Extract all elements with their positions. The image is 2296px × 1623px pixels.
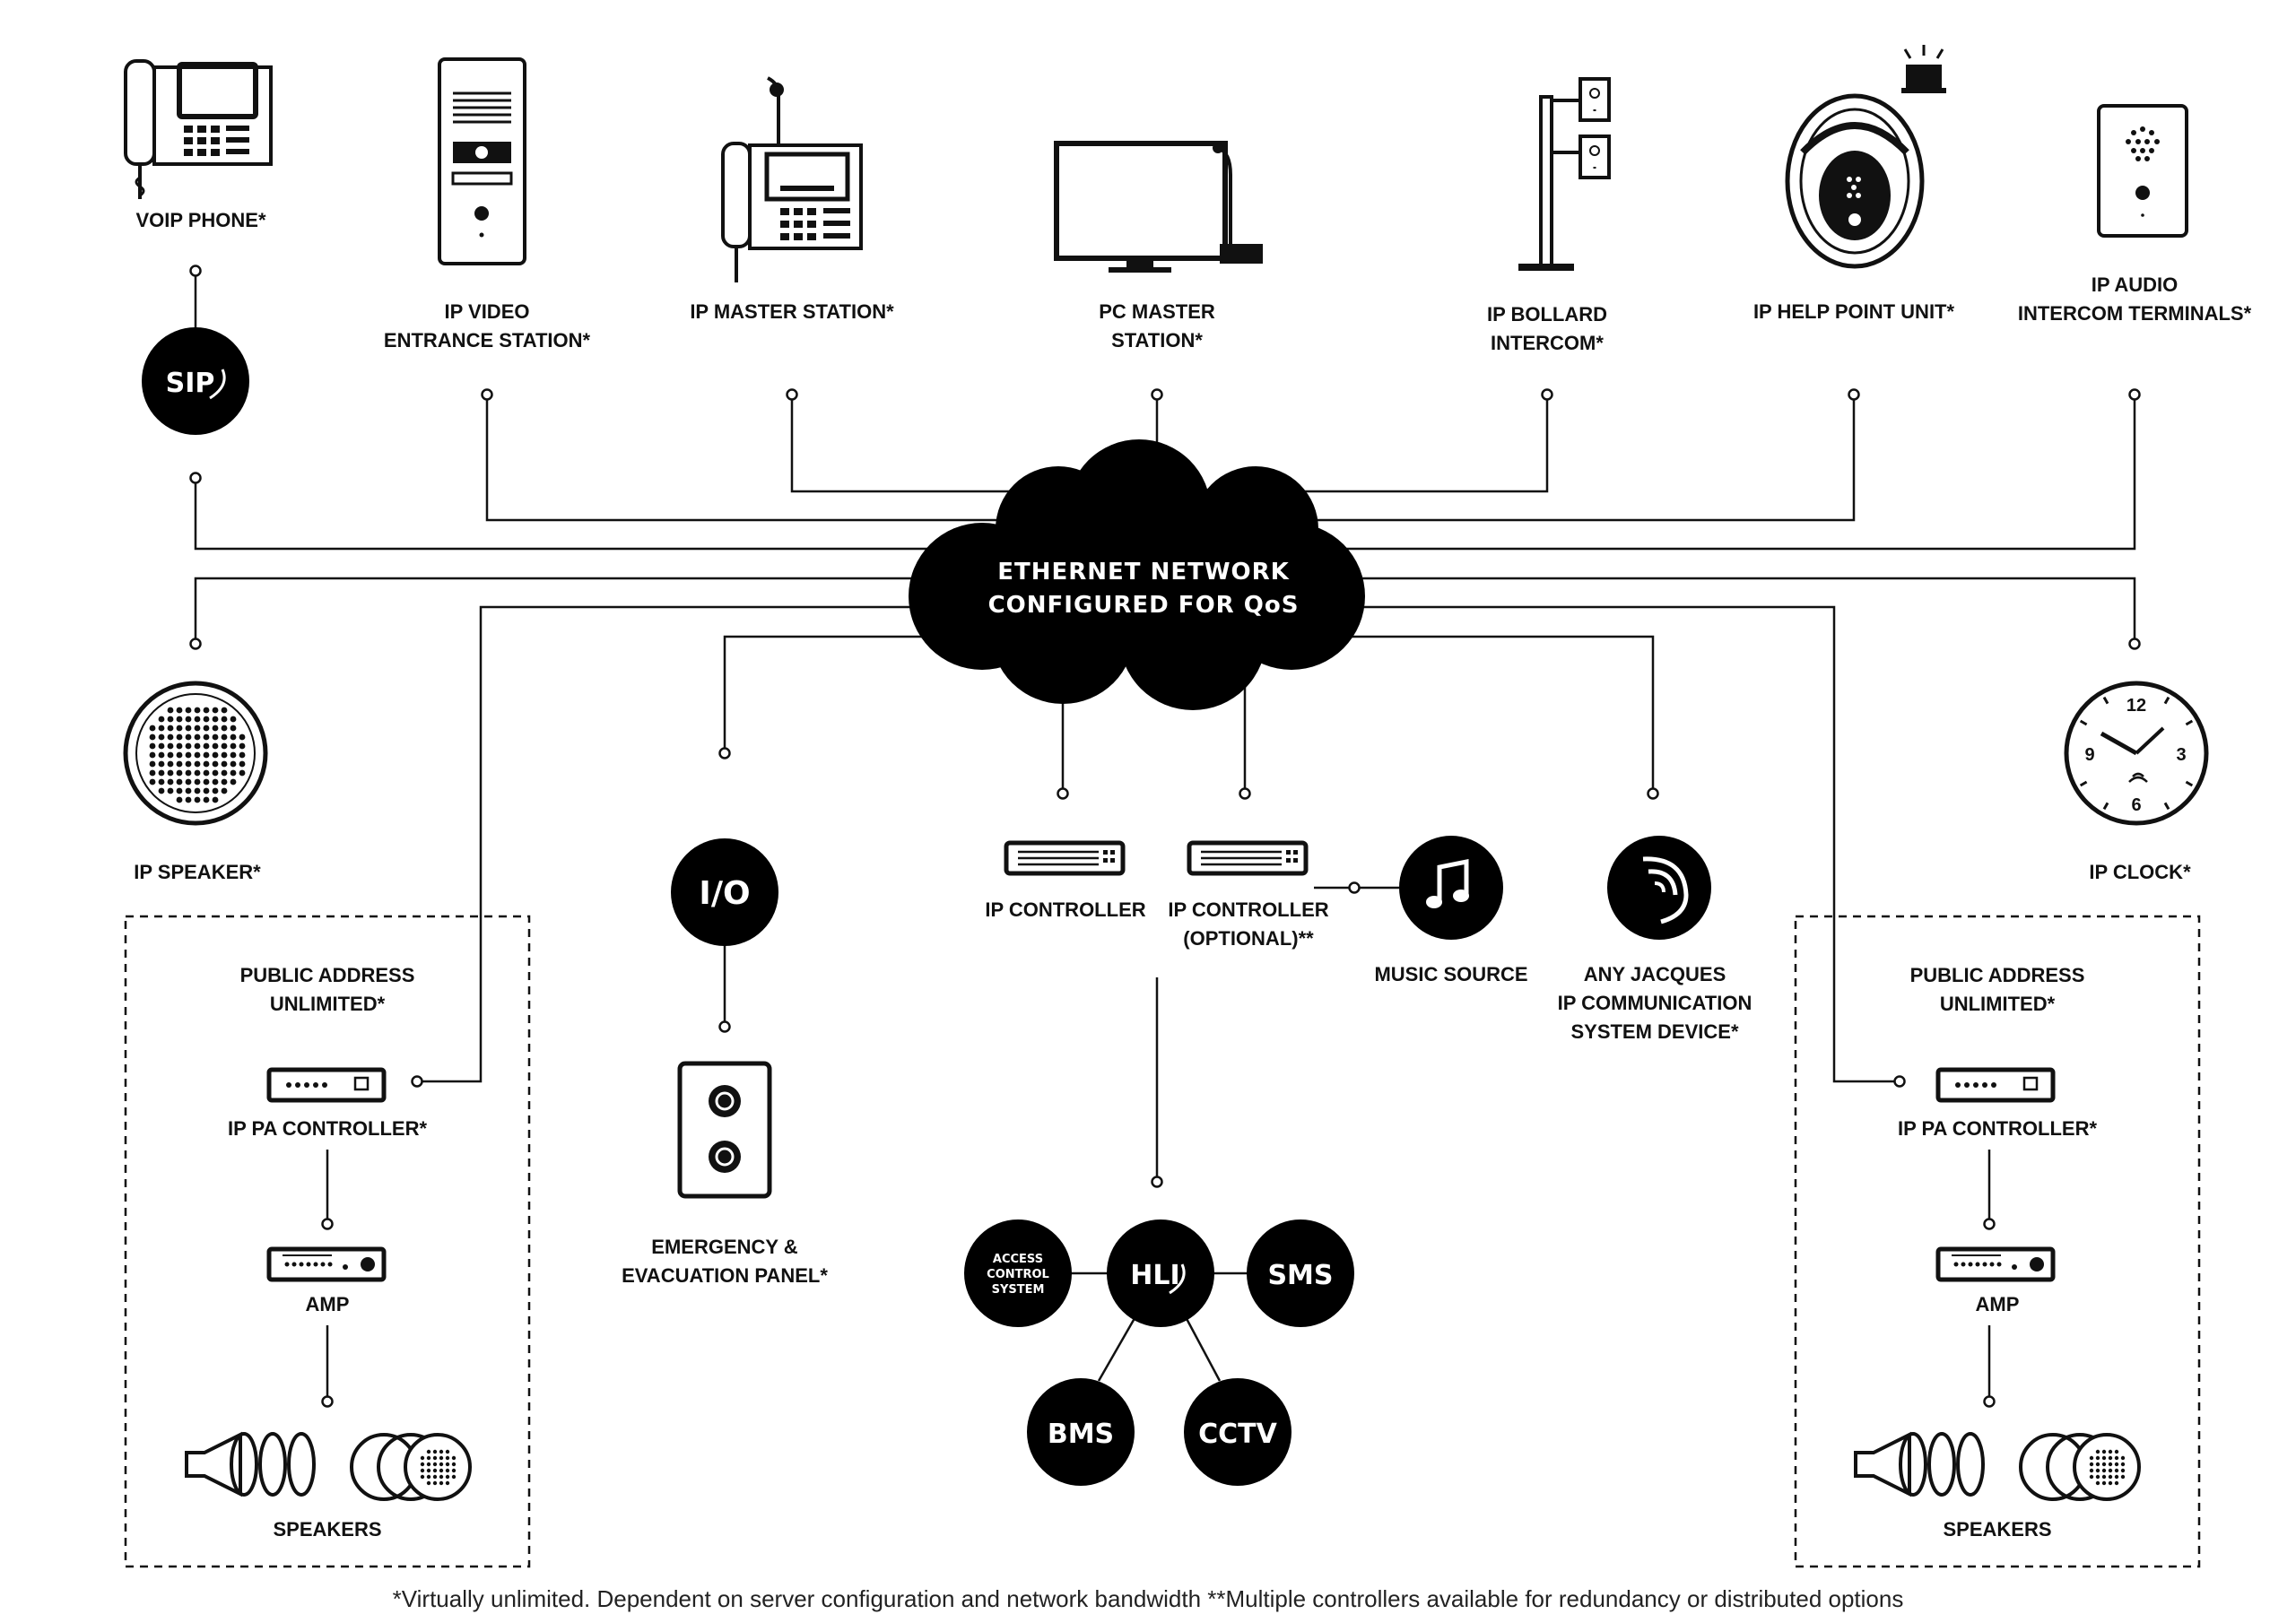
pa-left-speakers-icon bbox=[185, 1431, 472, 1501]
pa-left-title-2: UNLIMITED* bbox=[270, 993, 386, 1015]
pa-right-title-2: UNLIMITED* bbox=[1940, 993, 2056, 1015]
pa-left-amp-icon bbox=[266, 1246, 387, 1282]
access-control-badge bbox=[964, 1219, 1072, 1327]
help-point-label: IP HELP POINT UNIT* bbox=[1753, 300, 1955, 323]
pa-left-speakers-label: SPEAKERS bbox=[273, 1518, 381, 1541]
jacques-label-1: ANY JACQUES bbox=[1584, 963, 1726, 985]
svg-text:9: 9 bbox=[2084, 745, 2094, 765]
svg-text:12: 12 bbox=[2126, 696, 2146, 716]
pa-left-controller-label: IP PA CONTROLLER* bbox=[228, 1117, 427, 1140]
svg-text:BMS: BMS bbox=[1048, 1419, 1114, 1450]
ip-controller-optional-label-2: (OPTIONAL)** bbox=[1183, 927, 1314, 950]
bollard-label-1: IP BOLLARD bbox=[1487, 303, 1607, 325]
svg-text:HLI: HLI bbox=[1130, 1260, 1179, 1291]
ip-clock-icon: 12 3 6 9 bbox=[2064, 681, 2209, 826]
video-entrance-label-2: ENTRANCE STATION* bbox=[384, 329, 591, 352]
ip-speaker-icon bbox=[123, 681, 268, 826]
music-source-label: MUSIC SOURCE bbox=[1374, 963, 1527, 985]
svg-text:CONTROL: CONTROL bbox=[987, 1268, 1049, 1281]
ip-controller-optional-icon bbox=[1187, 840, 1309, 876]
master-station-label: IP MASTER STATION* bbox=[690, 300, 894, 323]
jacques-label-2: IP COMMUNICATION bbox=[1558, 992, 1752, 1014]
svg-text:SYSTEM: SYSTEM bbox=[992, 1283, 1045, 1297]
svg-text:SMS: SMS bbox=[1267, 1260, 1333, 1291]
pa-left-title-1: PUBLIC ADDRESS bbox=[240, 964, 415, 986]
audio-intercom-label-1: IP AUDIO bbox=[2092, 273, 2179, 296]
svg-text:SIP: SIP bbox=[166, 368, 215, 399]
pa-right-speakers-icon bbox=[1854, 1431, 2141, 1501]
pa-left-box: PUBLIC ADDRESS UNLIMITED* IP PA CONTROLL… bbox=[124, 915, 531, 1568]
svg-text:6: 6 bbox=[2131, 795, 2141, 815]
footnote: *Virtually unlimited. Dependent on serve… bbox=[393, 1585, 1904, 1612]
svg-text:CCTV: CCTV bbox=[1198, 1419, 1277, 1450]
io-badge: I/O bbox=[671, 838, 778, 946]
audio-intercom-label-2: INTERCOM TERMINALS* bbox=[2018, 302, 2252, 325]
video-entrance-icon bbox=[438, 57, 526, 265]
connection-dots bbox=[189, 265, 2141, 1408]
video-entrance-label-1: IP VIDEO bbox=[445, 300, 530, 323]
pa-right-amp-icon bbox=[1935, 1246, 2056, 1282]
ip-clock-label: IP CLOCK* bbox=[2089, 861, 2191, 883]
pa-right-controller-icon bbox=[1935, 1067, 2056, 1103]
pa-right-title-1: PUBLIC ADDRESS bbox=[1910, 964, 2085, 986]
emergency-label-2: EVACUATION PANEL* bbox=[622, 1264, 828, 1287]
hli-cluster: ACCESS CONTROL SYSTEM HLI SMS BMS CCTV bbox=[964, 1219, 1354, 1486]
cloud-line2: CONFIGURED FOR QoS bbox=[988, 592, 1300, 619]
connection-lines bbox=[194, 271, 2136, 1402]
ip-controller-icon bbox=[1004, 840, 1126, 876]
svg-text:ACCESS: ACCESS bbox=[993, 1253, 1043, 1266]
emergency-panel-icon bbox=[677, 1061, 772, 1199]
sip-badge: SIP bbox=[142, 327, 249, 435]
cctv-badge bbox=[1184, 1378, 1292, 1486]
jacques-logo-icon bbox=[1607, 836, 1711, 940]
hli-badge bbox=[1107, 1219, 1214, 1327]
sms-badge bbox=[1247, 1219, 1354, 1327]
cloud-line1: ETHERNET NETWORK bbox=[997, 559, 1290, 586]
ip-speaker-label: IP SPEAKER* bbox=[134, 861, 261, 883]
ip-controller-optional-label-1: IP CONTROLLER bbox=[1168, 898, 1328, 921]
master-station-icon bbox=[721, 76, 863, 282]
pa-right-box: PUBLIC ADDRESS UNLIMITED* IP PA CONTROLL… bbox=[1794, 915, 2201, 1568]
svg-text:3: 3 bbox=[2176, 745, 2186, 765]
voip-phone-icon bbox=[124, 59, 273, 199]
emergency-label-1: EMERGENCY & bbox=[651, 1236, 798, 1258]
bollard-label-2: INTERCOM* bbox=[1491, 332, 1604, 354]
pc-monitor-icon bbox=[1054, 141, 1263, 273]
jacques-label-3: SYSTEM DEVICE* bbox=[1570, 1020, 1738, 1043]
help-point-icon bbox=[1785, 45, 1946, 269]
pa-right-speakers-label: SPEAKERS bbox=[1943, 1518, 2051, 1541]
ip-controller-label: IP CONTROLLER bbox=[985, 898, 1145, 921]
pc-master-label-1: PC MASTER bbox=[1099, 300, 1215, 323]
music-note-icon bbox=[1399, 836, 1503, 940]
voip-phone-label: VOIP PHONE* bbox=[135, 209, 266, 231]
svg-text:I/O: I/O bbox=[699, 875, 750, 912]
ethernet-cloud: ETHERNET NETWORK CONFIGURED FOR QoS bbox=[909, 439, 1365, 710]
pa-right-controller-label: IP PA CONTROLLER* bbox=[1898, 1117, 2097, 1140]
pa-left-amp-label: AMP bbox=[306, 1293, 350, 1315]
pa-right-amp-label: AMP bbox=[1976, 1293, 2020, 1315]
pc-master-label-2: STATION* bbox=[1111, 329, 1203, 352]
pa-left-controller-icon bbox=[266, 1067, 387, 1103]
bms-badge bbox=[1027, 1378, 1135, 1486]
bollard-icon bbox=[1518, 77, 1611, 271]
audio-intercom-icon bbox=[2097, 104, 2188, 238]
